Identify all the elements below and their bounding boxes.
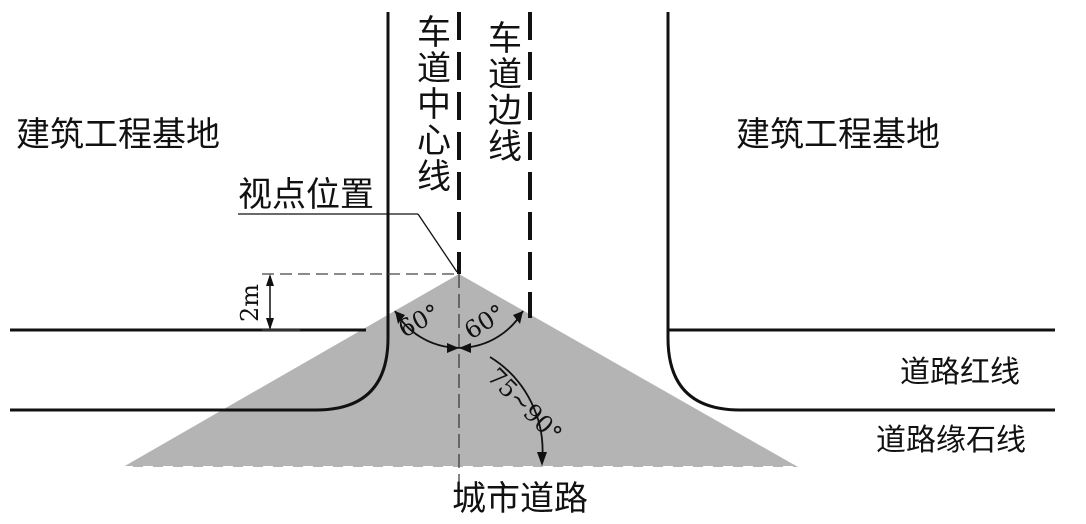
viewpoint-label: 视点位置 bbox=[238, 175, 374, 215]
curb-line-right bbox=[666, 12, 1055, 412]
curb-line-left bbox=[10, 12, 390, 412]
centerline-label: 车道中心线 bbox=[417, 13, 451, 197]
angle-arrow-mid-l bbox=[447, 343, 459, 353]
dimension-arrow-down bbox=[266, 318, 274, 330]
dimension-arrow-up bbox=[266, 274, 274, 286]
city-road-label: 城市道路 bbox=[452, 479, 588, 519]
curb-line-label: 道路缘石线 bbox=[876, 423, 1026, 458]
site-label-left: 建筑工程基地 bbox=[16, 115, 220, 155]
red-line-label: 道路红线 bbox=[900, 355, 1020, 390]
angle-arrow-bottom bbox=[537, 452, 547, 466]
dimension-label: 2m bbox=[236, 284, 264, 322]
angle-arc-75-90 bbox=[489, 356, 544, 463]
viewpoint-leader-diag bbox=[417, 213, 458, 273]
edge-line-label: 车道边线 bbox=[488, 19, 522, 167]
sight-triangle bbox=[123, 274, 798, 467]
angle-arc-60 bbox=[394, 310, 524, 349]
angle-arrow-left bbox=[395, 311, 405, 324]
angle-arrow-right bbox=[513, 311, 523, 324]
angle-arrow-mid-r bbox=[459, 343, 471, 353]
site-label-right: 建筑工程基地 bbox=[736, 115, 940, 155]
